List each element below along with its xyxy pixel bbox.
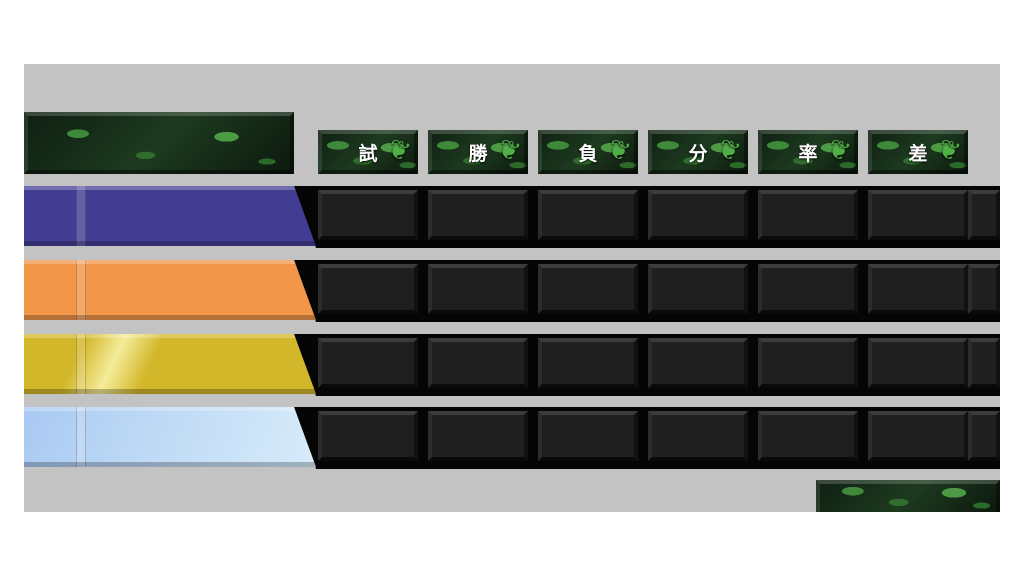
stat-cell	[868, 190, 968, 240]
team-divider	[76, 334, 86, 394]
team-bevel	[24, 407, 316, 467]
stat-cell	[648, 338, 748, 388]
header-label: 率	[798, 142, 818, 165]
header-wins: 勝 ❦	[428, 130, 528, 174]
team-bevel	[24, 334, 316, 394]
stat-cell	[428, 411, 528, 461]
stat-cell	[318, 411, 418, 461]
extra-cell	[968, 190, 1000, 240]
row-fourth	[24, 407, 1000, 469]
title-plate	[24, 112, 294, 174]
stat-cell	[758, 264, 858, 314]
team-divider	[76, 260, 86, 320]
header-games: 試 ❦	[318, 130, 418, 174]
stat-cell	[868, 264, 968, 314]
stat-cell	[318, 338, 418, 388]
stat-cell	[648, 190, 748, 240]
stat-cell	[538, 338, 638, 388]
stat-cell	[538, 264, 638, 314]
team-divider	[76, 407, 86, 467]
stat-cell	[868, 338, 968, 388]
corner-plate	[816, 480, 1000, 512]
team-bevel	[24, 260, 316, 320]
stat-cell	[868, 411, 968, 461]
header-diff: 差 ❦	[868, 130, 968, 174]
standings-board: 試 ❦ 勝 ❦ 負 ❦ 分 ❦ 率 ❦ 差 ❦	[24, 64, 1000, 512]
stat-cell	[648, 411, 748, 461]
team-bar	[24, 260, 316, 320]
header-losses: 負 ❦	[538, 130, 638, 174]
stat-cell	[758, 190, 858, 240]
leaf-icon: ❦	[933, 133, 965, 169]
extra-cell	[968, 338, 1000, 388]
header-label: 分	[688, 142, 708, 165]
stat-cell	[758, 338, 858, 388]
stat-cell	[428, 190, 528, 240]
stat-cell	[758, 411, 858, 461]
header-label: 試	[358, 142, 378, 165]
team-divider	[76, 186, 86, 246]
row-first	[24, 186, 1000, 248]
stat-cell	[648, 264, 748, 314]
header-rate: 率 ❦	[758, 130, 858, 174]
team-bar	[24, 334, 316, 394]
leaf-icon: ❦	[603, 133, 635, 169]
leaf-icon: ❦	[713, 133, 745, 169]
leaf-icon: ❦	[493, 133, 525, 169]
stat-cell	[318, 190, 418, 240]
stat-cell	[428, 264, 528, 314]
header-draws: 分 ❦	[648, 130, 748, 174]
team-bar	[24, 407, 316, 467]
extra-cell	[968, 411, 1000, 461]
header-label: 負	[578, 142, 598, 165]
stat-cell	[318, 264, 418, 314]
team-bevel	[24, 186, 316, 246]
stat-cell	[428, 338, 528, 388]
header-label: 差	[908, 142, 928, 165]
header-label: 勝	[468, 142, 488, 165]
stat-cell	[538, 190, 638, 240]
leaf-icon: ❦	[823, 133, 855, 169]
stat-cell	[538, 411, 638, 461]
team-bar	[24, 186, 316, 246]
row-third	[24, 334, 1000, 396]
extra-cell	[968, 264, 1000, 314]
leaf-icon: ❦	[383, 133, 415, 169]
row-second	[24, 260, 1000, 322]
